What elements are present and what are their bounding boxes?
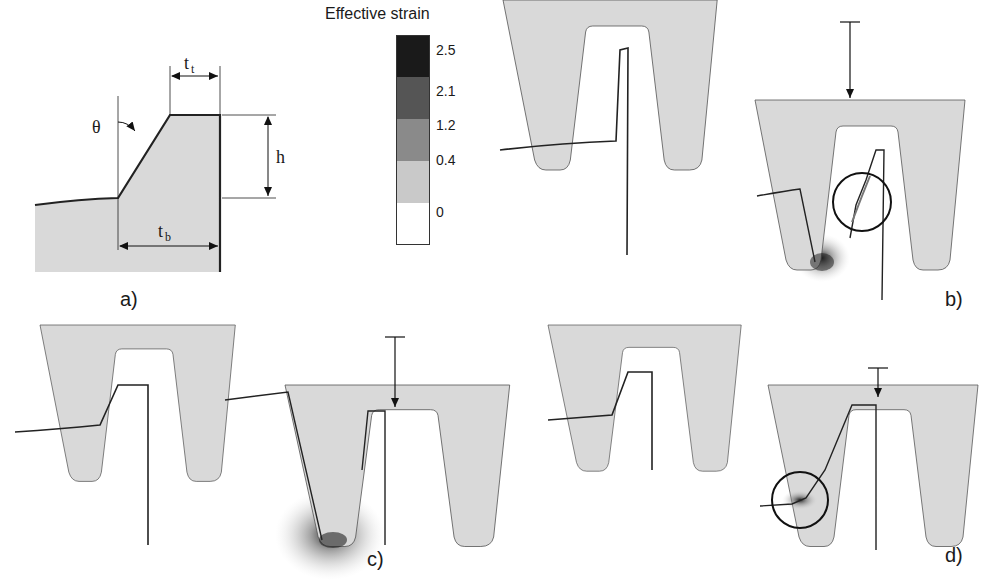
die-and-sheet xyxy=(15,325,510,580)
colorbar-value: 2.5 xyxy=(436,43,455,57)
colorbar-value: 2.1 xyxy=(436,84,455,98)
dimension-symbol: h xyxy=(276,148,285,166)
panel-label: d) xyxy=(945,545,963,565)
die-and-sheet xyxy=(548,325,978,550)
panel-label: c) xyxy=(367,549,384,569)
angle-symbol: θ xyxy=(92,118,101,136)
panel-label: b) xyxy=(945,289,963,309)
colorbar-swatch xyxy=(396,203,430,245)
die-and-sheet xyxy=(500,0,965,300)
panel-label: a) xyxy=(120,289,138,309)
colorbar-swatch xyxy=(396,35,430,77)
colorbar-swatch xyxy=(396,161,430,203)
colorbar-swatch xyxy=(396,119,430,161)
dimension-symbol: t xyxy=(158,222,163,240)
dimension-subscript: b xyxy=(165,231,171,243)
legend-title: Effective strain xyxy=(325,6,430,22)
colorbar-value: 0 xyxy=(436,205,444,219)
dimension-symbol: t xyxy=(184,54,189,72)
colorbar-value: 0.4 xyxy=(436,153,455,167)
rib-profile xyxy=(35,66,276,272)
dimension-subscript: t xyxy=(191,63,194,75)
colorbar-value: 1.2 xyxy=(436,118,455,132)
colorbar-swatch xyxy=(396,77,430,119)
